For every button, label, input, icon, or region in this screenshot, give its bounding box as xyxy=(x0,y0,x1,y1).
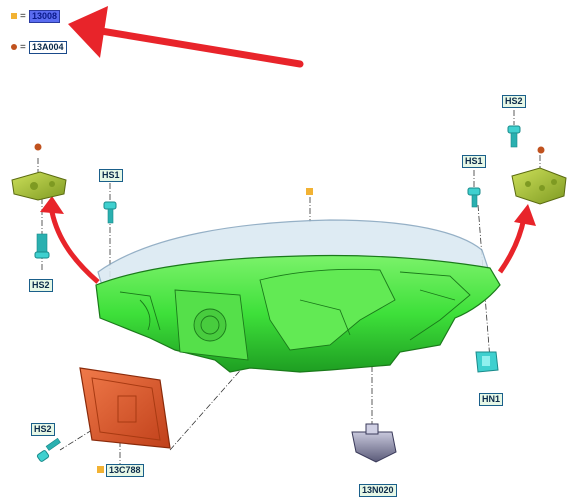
legend-code-13008[interactable]: 13008 xyxy=(29,10,61,23)
bracket-marker-left xyxy=(34,143,42,151)
callout-hs2-left[interactable]: HS2 xyxy=(29,279,53,292)
screw-hs2-bottom xyxy=(36,437,61,462)
right-mounting-bracket xyxy=(511,167,567,205)
screw-hs1-left xyxy=(103,201,117,224)
callout-hs2-top-right[interactable]: HS2 xyxy=(502,95,526,108)
left-curved-arrow-icon xyxy=(40,196,100,284)
callout-hs2-bottom[interactable]: HS2 xyxy=(31,423,55,436)
screw-hs1-right xyxy=(467,187,481,208)
right-curved-arrow-icon xyxy=(497,204,536,274)
cover-marker xyxy=(97,466,104,473)
connector-13n020 xyxy=(351,423,397,463)
callout-hs1-right[interactable]: HS1 xyxy=(462,155,486,168)
callout-13c788[interactable]: 13C788 xyxy=(106,464,144,477)
legend-red-dot-marker xyxy=(11,44,17,50)
pointer-arrow-icon xyxy=(68,6,304,68)
screw-hs2-left xyxy=(34,233,50,259)
housing-details xyxy=(119,268,471,361)
legend-orange-square-marker xyxy=(11,13,17,19)
rear-cover xyxy=(79,367,171,449)
lens-marker xyxy=(306,188,313,195)
legend-equals-sign: = xyxy=(20,11,26,22)
left-mounting-bracket xyxy=(11,171,67,201)
legend-code-13A004[interactable]: 13A004 xyxy=(29,41,67,54)
screw-hs2-top-right xyxy=(507,125,521,148)
legend-equals-sign: = xyxy=(20,42,26,53)
callout-13n020[interactable]: 13N020 xyxy=(359,484,397,497)
callout-hn1[interactable]: HN1 xyxy=(479,393,504,406)
nut-hn1 xyxy=(475,351,499,373)
callout-hs1-left[interactable]: HS1 xyxy=(99,169,123,182)
bracket-marker-right xyxy=(537,146,545,154)
